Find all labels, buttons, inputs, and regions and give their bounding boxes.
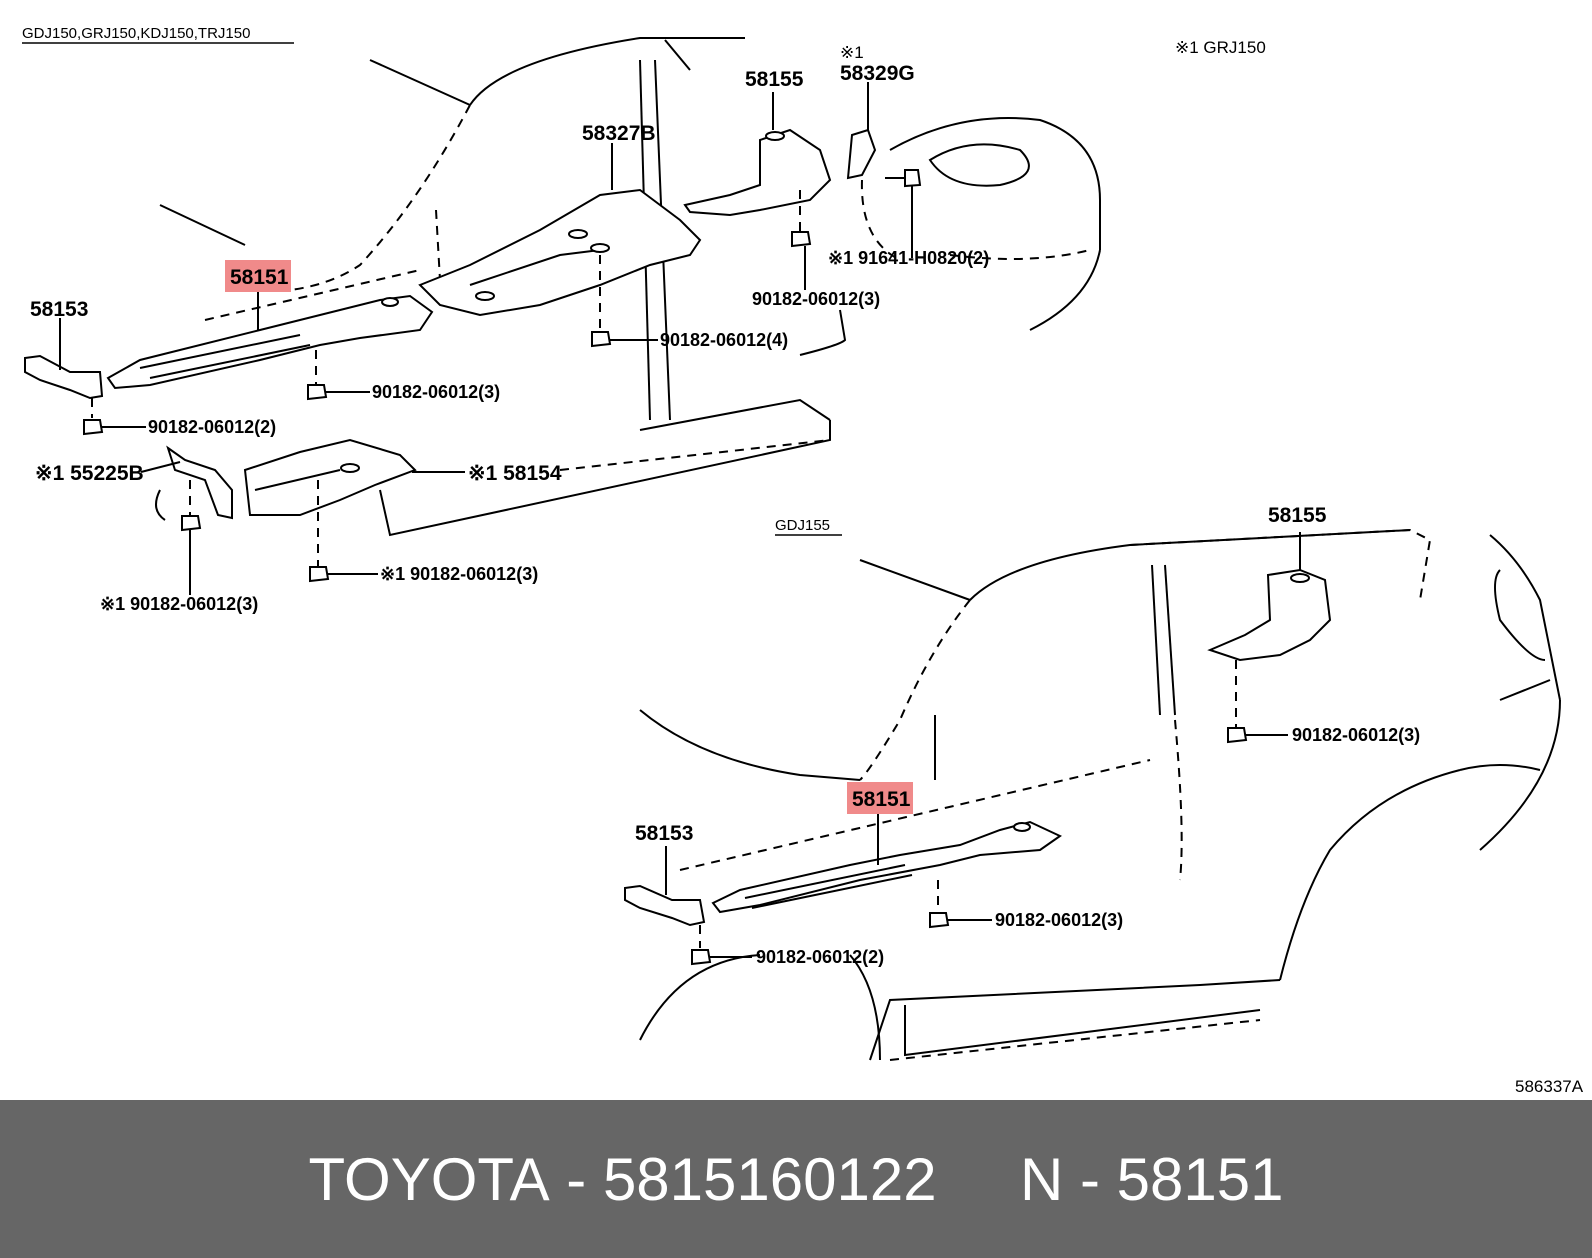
label-58155-upper[interactable]: 58155	[745, 68, 804, 91]
lower-nuts	[691, 727, 1248, 966]
n-separator: -	[1080, 1145, 1100, 1213]
label-nut-58155-lower[interactable]: 90182-06012(3)	[1292, 725, 1420, 745]
upper-vehicle-outline	[155, 37, 847, 537]
label-nut-58154[interactable]: ※1 90182-06012(3)	[380, 564, 538, 584]
spare-tire	[860, 117, 1101, 331]
n-label: N	[1020, 1145, 1064, 1213]
upper-labels: GDJ150,GRJ150,KDJ150,TRJ150 ※1 GRJ150 58…	[22, 25, 1266, 614]
highlight-58151-lower	[847, 782, 913, 814]
label-58155-lower[interactable]: 58155	[1268, 504, 1327, 527]
lower-fastener-lines	[699, 660, 1237, 948]
part-58153-lower[interactable]	[624, 884, 706, 927]
nut-icon	[309, 566, 330, 583]
highlight-58151-upper	[225, 260, 291, 292]
lower-leaders	[665, 532, 1301, 958]
label-bolt-91641[interactable]: ※1 91641-H0820(2)	[828, 248, 989, 268]
label-nut-58327b[interactable]: 90182-06012(4)	[660, 330, 788, 350]
part-58155-upper[interactable]	[683, 128, 832, 217]
label-nut-58153-lower[interactable]: 90182-06012(2)	[756, 947, 884, 967]
label-55225b[interactable]: ※1 55225B	[35, 462, 144, 485]
upper-nuts	[83, 231, 812, 583]
label-58153-lower[interactable]: 58153	[635, 822, 693, 845]
label-nut-58151-upper[interactable]: 90182-06012(3)	[372, 382, 500, 402]
label-nut-58153-upper[interactable]: 90182-06012(2)	[148, 417, 276, 437]
nut-icon	[591, 331, 612, 348]
part-number: 5815160122	[602, 1145, 937, 1213]
lower-labels: 58155 90182-06012(3) 58151 58153 90182-0…	[635, 504, 1584, 1096]
nut-icon	[181, 515, 202, 532]
note-grj150: ※1 GRJ150	[1175, 38, 1266, 57]
label-58327b[interactable]: 58327B	[582, 122, 656, 145]
nut-icon	[791, 231, 812, 248]
part-58151-upper[interactable]	[106, 294, 434, 390]
label-nut-58151-lower[interactable]: 90182-06012(3)	[995, 910, 1123, 930]
bolt-91641[interactable]	[885, 169, 922, 188]
exploded-parts-diagram: GDJ150,GRJ150,KDJ150,TRJ150 ※1 GRJ150 58…	[22, 25, 1584, 1096]
lower-vehicle-outline: GDJ155	[639, 517, 1561, 1061]
upper-leaders	[59, 82, 913, 595]
label-58154[interactable]: ※1 58154	[468, 462, 562, 485]
part-58155-lower[interactable]	[1207, 568, 1332, 662]
label-nut-58155[interactable]: 90182-06012(3)	[752, 289, 880, 309]
label-nut-55225b[interactable]: ※1 90182-06012(3)	[100, 594, 258, 614]
part-58153-upper[interactable]	[24, 354, 104, 400]
label-58151-upper[interactable]: 58151	[230, 266, 289, 289]
nut-icon	[1227, 727, 1248, 744]
brand-separator: -	[566, 1145, 587, 1213]
note-58329g: ※1	[840, 43, 864, 62]
nut-icon	[691, 949, 712, 966]
image-code: 586337A	[1515, 1077, 1584, 1096]
n-value: 58151	[1116, 1145, 1284, 1213]
part-58327b[interactable]	[418, 188, 702, 317]
part-58151-lower[interactable]	[711, 820, 1062, 914]
part-58329g[interactable]	[846, 128, 877, 180]
label-58329g[interactable]: 58329G	[840, 62, 915, 85]
nut-icon	[929, 912, 950, 929]
nut-icon	[307, 384, 328, 401]
upper-fastener-lines	[91, 190, 801, 567]
nut-icon	[83, 419, 104, 436]
label-58151-lower[interactable]: 58151	[852, 788, 911, 811]
label-58153-upper[interactable]: 58153	[30, 298, 88, 321]
part-55225b[interactable]	[166, 445, 233, 520]
brand-name: TOYOTA	[308, 1145, 550, 1213]
model-header: GDJ150,GRJ150,KDJ150,TRJ150	[22, 25, 250, 42]
part-number-banner: TOYOTA - 5815160122 N - 58151	[0, 1100, 1592, 1258]
part-58154[interactable]	[243, 438, 417, 516]
sub-header-gdj155: GDJ155	[775, 517, 830, 534]
